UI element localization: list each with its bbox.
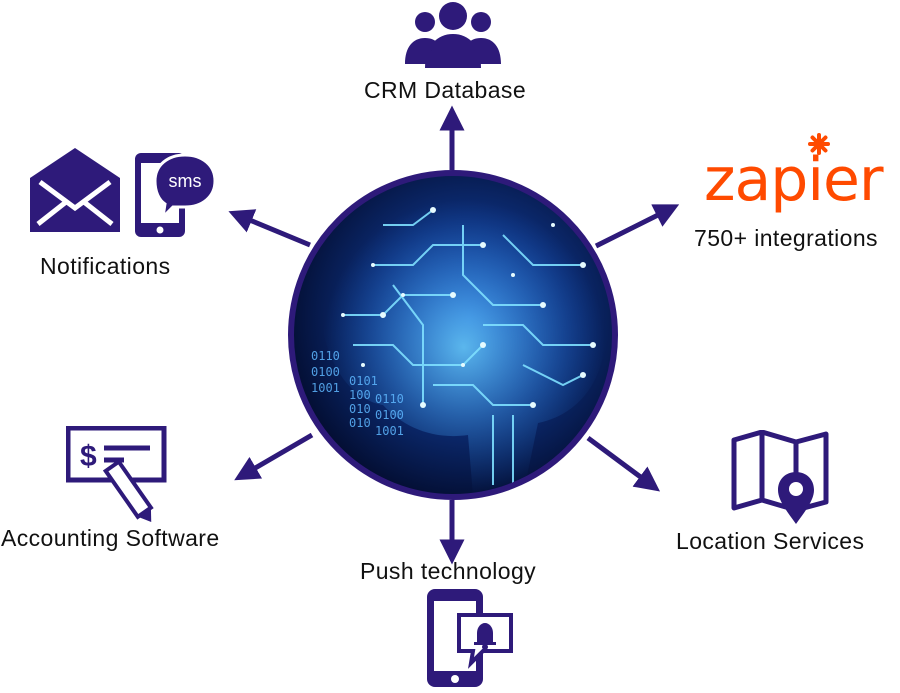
svg-text:1001: 1001 [375, 424, 404, 438]
sms-text: sms [169, 171, 202, 191]
svg-text:010: 010 [349, 416, 371, 430]
brain-silhouette [322, 199, 606, 496]
svg-text:0100: 0100 [375, 408, 404, 422]
arrow-to-zapier [594, 204, 680, 249]
arrow-to-location [586, 435, 661, 492]
users-group-icon [405, 2, 501, 68]
location-label: Location Services [676, 528, 865, 554]
svg-text:0101: 0101 [349, 374, 378, 388]
arrow-to-accounting [234, 432, 314, 481]
zapier-integrations-label: 750+ integrations [694, 225, 878, 251]
sms-phone-icon: sms [135, 153, 217, 237]
ai-brain-hub: 0110 0100 1001 0101 100 010 010 0110 010… [288, 170, 618, 500]
push-label: Push technology [360, 558, 537, 584]
svg-text:010: 010 [349, 402, 371, 416]
envelope-icon [30, 148, 120, 232]
zapier-asterisk-icon [808, 133, 830, 155]
svg-text:0100: 0100 [311, 365, 340, 379]
svg-text:0110: 0110 [375, 392, 404, 406]
map-pin-icon [731, 430, 829, 524]
check-pen-icon: $ [66, 426, 167, 523]
accounting-label: Accounting Software [1, 525, 220, 551]
notifications-label: Notifications [40, 253, 171, 279]
dollar-sign: $ [80, 440, 97, 473]
zapier-logo: zapier [704, 145, 884, 215]
arrow-to-notifications [228, 209, 311, 248]
phone-bell-icon [427, 589, 513, 687]
svg-text:100: 100 [349, 388, 371, 402]
crm-label: CRM Database [364, 77, 527, 103]
svg-text:0110: 0110 [311, 349, 340, 363]
svg-text:1001: 1001 [311, 381, 340, 395]
binary-code: 0110 0100 1001 0101 100 010 010 0110 010… [311, 349, 404, 438]
